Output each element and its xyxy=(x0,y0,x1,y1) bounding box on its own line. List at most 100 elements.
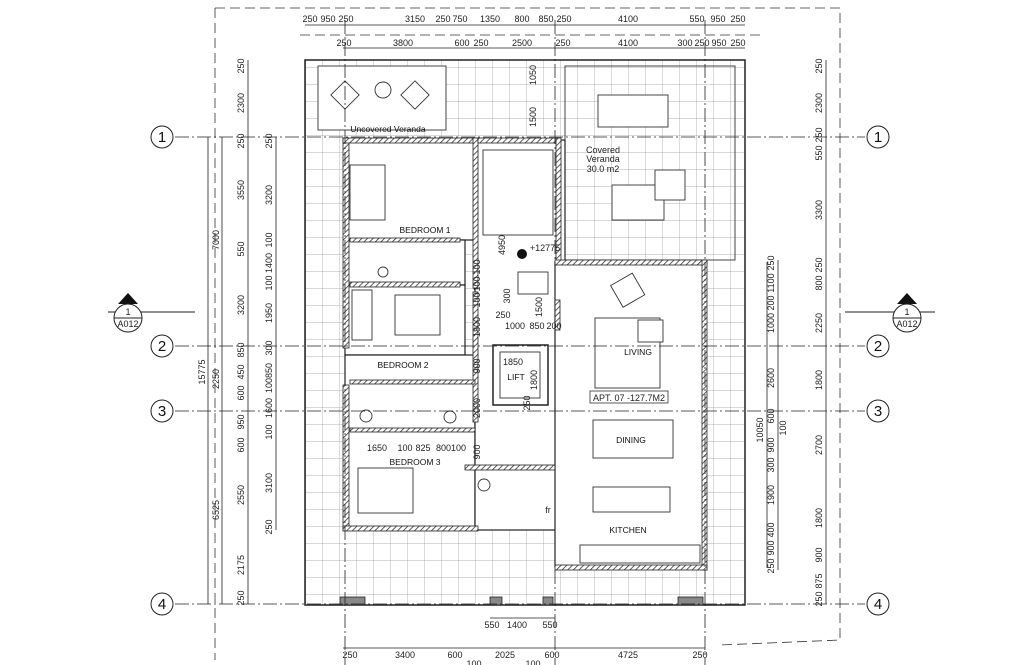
dimension-label: 250 xyxy=(730,14,745,24)
axis-bubble xyxy=(866,334,890,358)
room-label-living: LIVING xyxy=(624,347,652,357)
dimension-label: 875 xyxy=(814,573,824,588)
dimension-label: 100 xyxy=(472,259,482,274)
dimension-label: 250 xyxy=(236,133,246,148)
dimension-label: 1950 xyxy=(264,303,274,323)
axis-label: 3 xyxy=(158,403,166,420)
dimension-label: 1500 xyxy=(528,107,538,127)
dimension-label: 200 xyxy=(546,321,561,331)
axis-label: 3 xyxy=(874,403,882,420)
dimension-label: 250 xyxy=(338,14,353,24)
dimension-label: 15775 xyxy=(197,359,207,384)
dimension-label: 1600 xyxy=(264,398,274,418)
furniture xyxy=(330,80,701,564)
dimension-label: 1500 xyxy=(534,297,544,317)
dimension-label: 100 xyxy=(472,292,482,307)
dimension-label: 250 xyxy=(692,650,707,660)
dimension-label: 250 xyxy=(730,38,745,48)
dimension-label: 300 xyxy=(766,457,776,472)
dimension-label: 250 xyxy=(766,558,776,573)
room-label-covered-veranda: Covered xyxy=(586,145,620,155)
dimension-label: 800100 xyxy=(436,443,466,453)
dimension-label: 400 xyxy=(766,522,776,537)
dimension-label: 550 xyxy=(542,620,557,630)
toilet-4 xyxy=(477,478,491,492)
axis-bubble xyxy=(150,125,174,149)
kitchen-counter xyxy=(579,544,701,564)
dimension-label: 900 xyxy=(766,437,776,452)
dimension-label: 4725 xyxy=(618,650,638,660)
dimension-label: 3400 xyxy=(395,650,415,660)
dimension-label: 250 xyxy=(495,310,510,320)
lift-car xyxy=(499,351,541,399)
dimension-label: 300 xyxy=(677,38,692,48)
room-label-bedroom-2: BEDROOM 2 xyxy=(377,360,428,370)
veranda-table xyxy=(597,94,669,128)
dimension-label: 600 xyxy=(236,437,246,452)
dimension-label: 3300 xyxy=(814,200,824,220)
dimension-label: 2250 xyxy=(814,313,824,333)
armchair-rotated xyxy=(609,272,646,308)
dimension-label: 300 xyxy=(264,340,274,355)
dimension-label: 250 xyxy=(342,650,357,660)
dimension-label: 250 xyxy=(236,590,246,605)
kitchen-island xyxy=(592,486,671,513)
dimension-label: 1000 xyxy=(766,313,776,333)
dimension-label: 250 xyxy=(473,38,488,48)
veranda-chair xyxy=(654,169,686,201)
dimension-label: 100 xyxy=(778,420,788,435)
level-marker-icon xyxy=(517,249,527,259)
boundary-lines xyxy=(214,7,841,660)
dimension-label: 1900 xyxy=(766,485,776,505)
dimension-label: 3100 xyxy=(264,473,274,493)
dimension-label: 1800 xyxy=(529,370,539,390)
dimension-label: 250 xyxy=(694,38,709,48)
dimension-label: 1400 xyxy=(507,620,527,630)
dimension-label: 1100 xyxy=(766,273,776,292)
axis-lines xyxy=(175,20,865,665)
dimension-label: 4950 xyxy=(497,235,507,255)
dimension-label: 100 xyxy=(264,275,274,290)
axis-bubble xyxy=(866,399,890,423)
axis-bubble xyxy=(866,592,890,616)
dimension-label: 600 xyxy=(544,650,559,660)
dimension-label: 2025 xyxy=(495,650,515,660)
dimension-label: 1050 xyxy=(528,65,538,85)
dimension-label: 250 xyxy=(336,38,351,48)
axis-bubble xyxy=(150,399,174,423)
dimension-label: 2300 xyxy=(236,93,246,113)
dimension-label: 600 xyxy=(236,385,246,400)
dimension-label: 850 xyxy=(538,14,553,24)
dimension-label: 6525 xyxy=(211,500,221,520)
dimension-label: 250 xyxy=(435,14,450,24)
level-label: +12775 xyxy=(530,243,560,253)
bed-2 xyxy=(394,294,441,336)
dimension-label: 2300 xyxy=(814,93,824,113)
dimension-label: 100850 xyxy=(264,363,274,393)
dimension-label: 250 xyxy=(814,591,824,606)
dimension-label: 100 xyxy=(264,232,274,247)
dimension-label: 2500 xyxy=(512,38,532,48)
axis-bubbles xyxy=(150,125,890,616)
dimension-label: 1850 xyxy=(503,357,523,367)
axis-label: 1 xyxy=(874,129,882,146)
dimension-label: 950 xyxy=(320,14,335,24)
dimension-label: 900 xyxy=(472,444,482,459)
dimension-label: 950 xyxy=(710,14,725,24)
dimension-label: 600 xyxy=(766,408,776,423)
toilet-3 xyxy=(443,410,457,424)
axis-labels: 1 1 2 2 3 3 4 4 xyxy=(158,129,882,613)
dimension-label: 1650 xyxy=(367,443,387,453)
section-marker-left: 1 A012 xyxy=(108,293,195,333)
dimension-label: 900 xyxy=(766,540,776,555)
dimension-label: 2175 xyxy=(236,555,246,575)
dimension-label: 10050 xyxy=(755,417,765,442)
axis-bubble xyxy=(150,334,174,358)
section-sheet: A012 xyxy=(117,319,138,329)
armchair xyxy=(637,319,664,343)
dimension-label: 600 xyxy=(454,38,469,48)
dimension-label: 550 xyxy=(236,241,246,256)
section-number: 1 xyxy=(904,307,909,317)
axis-label: 4 xyxy=(874,596,882,613)
